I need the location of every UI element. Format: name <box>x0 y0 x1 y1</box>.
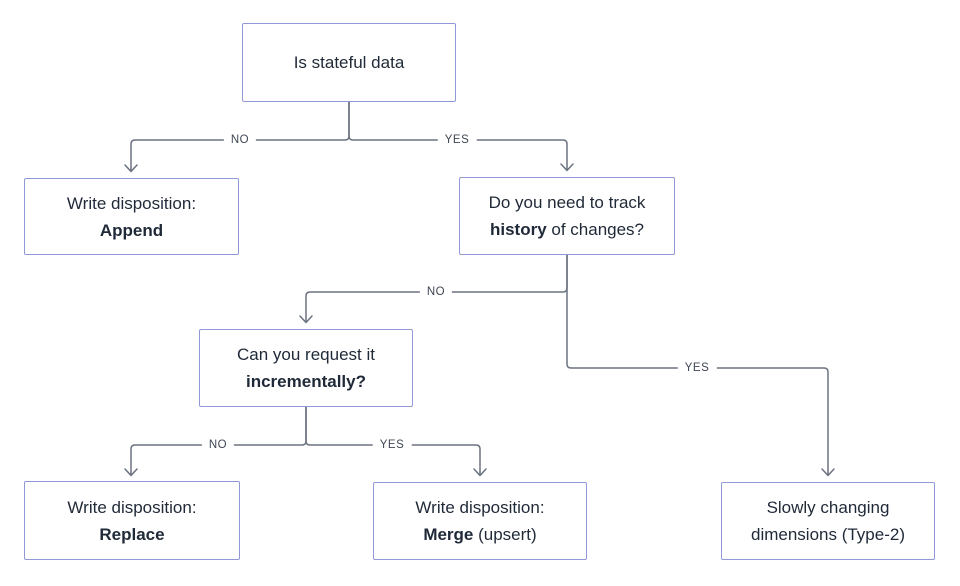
node-text: Can you request it <box>237 345 375 364</box>
node-text: Slowly changing <box>766 498 890 517</box>
node-text: history of changes? <box>489 220 645 239</box>
node-text: incrementally? <box>246 372 366 391</box>
node-slowly-changing-dimensions: Slowly changing dimensions (Type-2) <box>721 482 935 560</box>
node-track-history-question: Do you need to track history of changes? <box>459 177 675 255</box>
edge-label-stateful-yes: YES <box>437 134 477 146</box>
node-text: Write disposition: <box>415 498 545 517</box>
edge-label-incremental-no: NO <box>201 439 235 451</box>
node-write-disposition-replace: Write disposition: Replace <box>24 481 240 560</box>
node-text: Merge (upsert) <box>423 525 537 544</box>
edge-label-incremental-yes: YES <box>372 439 412 451</box>
node-request-incrementally-question: Can you request it incrementally? <box>199 329 413 407</box>
node-text: dimensions (Type-2) <box>750 525 905 544</box>
node-text: Is stateful data <box>293 53 405 72</box>
edge-label-history-no: NO <box>419 286 453 298</box>
node-write-disposition-merge: Write disposition: Merge (upsert) <box>373 482 587 560</box>
node-text: Write disposition: <box>66 193 197 213</box>
node-text: Write disposition: <box>67 497 197 517</box>
node-text: Do you need to track <box>488 193 646 212</box>
node-write-disposition-append: Write disposition: Append <box>24 178 239 255</box>
edge-label-history-yes: YES <box>677 362 717 374</box>
node-is-stateful-data: Is stateful data <box>242 23 456 102</box>
node-text: Append <box>99 220 164 240</box>
node-text: Replace <box>99 524 165 544</box>
edge-label-stateful-no: NO <box>223 134 257 146</box>
